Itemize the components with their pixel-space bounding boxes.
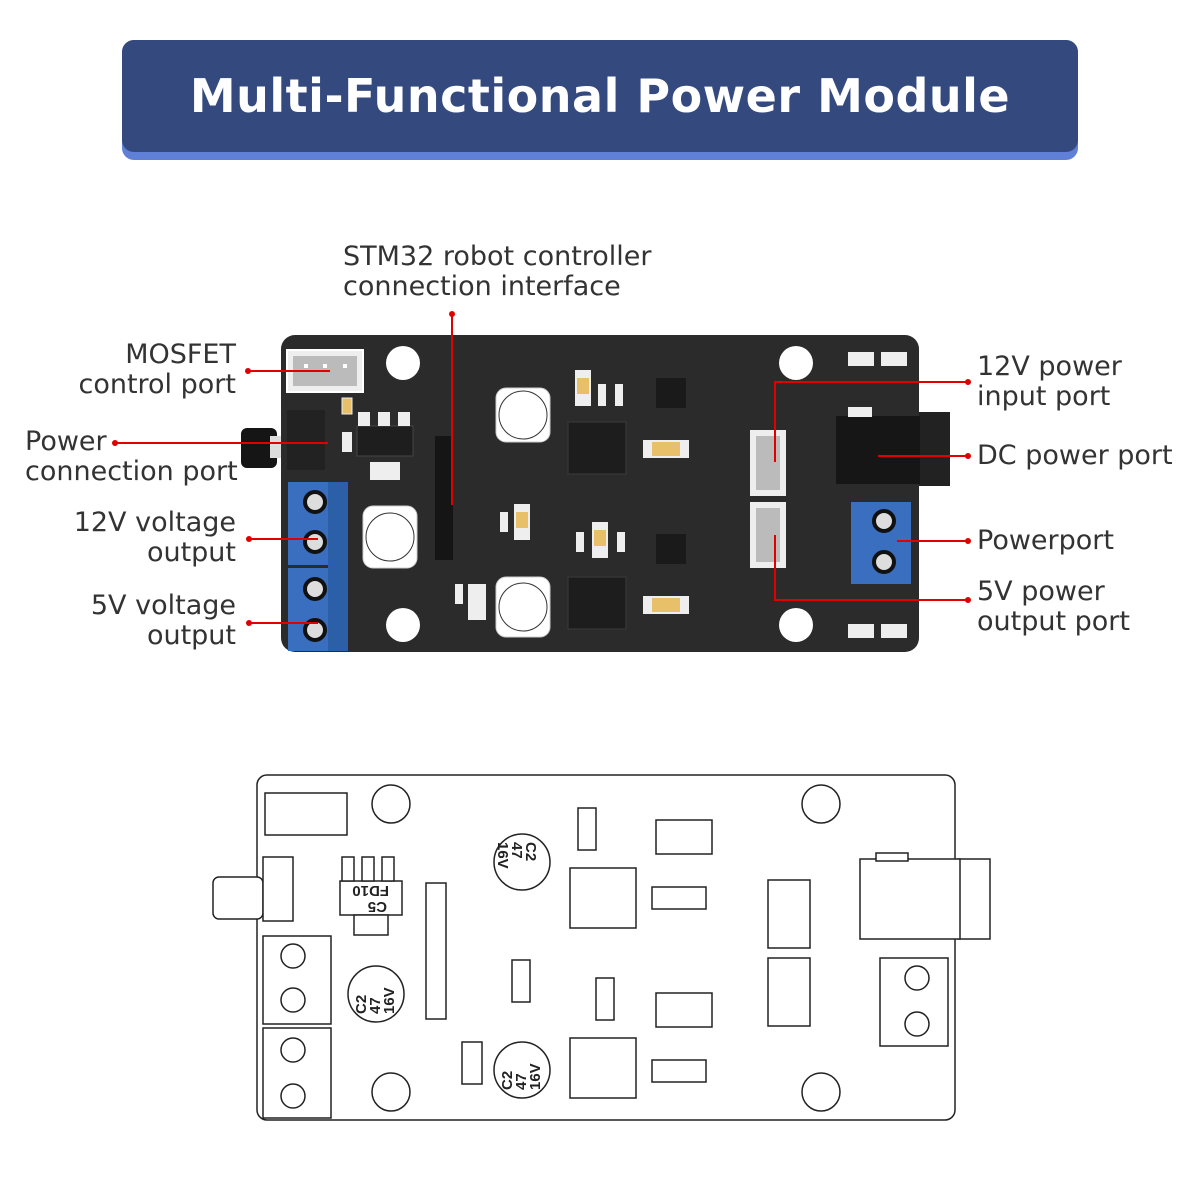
leds [848, 352, 907, 638]
label-line: Power [25, 426, 107, 457]
silk-text: 16V [494, 842, 511, 869]
switch-stem [270, 436, 284, 458]
pin [323, 364, 327, 368]
label-line: STM32 robot controller [343, 241, 652, 272]
silk-text: C5 [368, 898, 387, 915]
label-line: input port [977, 381, 1111, 412]
inductor [567, 576, 627, 630]
silk-text: C2 [353, 995, 370, 1014]
label-line: connection port [25, 456, 238, 487]
smd [341, 397, 353, 415]
connector-inner [756, 436, 780, 490]
smd [342, 432, 352, 452]
label-5v-power-output-port: 5V power output port [977, 577, 1130, 637]
reg-pin [358, 412, 370, 426]
label-line: 5V power [977, 576, 1105, 607]
pcb-board [281, 335, 919, 652]
silkscreen-regulator: C5 FD10 [352, 882, 389, 915]
silk-text: FD10 [352, 882, 389, 899]
leader-dots [112, 311, 971, 626]
board-render [241, 335, 950, 652]
label-5v-output: 5V voltage output [91, 591, 236, 651]
label-line: 12V power [977, 351, 1122, 382]
silk-text: C2 [522, 842, 539, 861]
terminal-screws [303, 490, 327, 642]
reg-tab [370, 462, 400, 480]
mount-hole [386, 608, 420, 642]
page-title: Multi-Functional Power Module [189, 69, 1011, 123]
power-switch-knob [241, 428, 277, 468]
terminal-screws [872, 509, 896, 574]
pin [343, 364, 347, 368]
mount-hole [779, 608, 813, 642]
label-line: output [146, 620, 236, 651]
stm32-header [435, 436, 453, 560]
label-12v-output: 12V voltage output [74, 508, 236, 568]
label-line: 12V voltage [73, 507, 236, 538]
silk-text: C2 [499, 1071, 516, 1090]
dc-jack [836, 416, 920, 484]
label-powerport: Powerport [977, 526, 1114, 556]
label-dc-power-port: DC power port [977, 441, 1173, 471]
board-outline-drawing [212, 774, 991, 1121]
dc-jack-back [918, 412, 950, 486]
label-line: DC power port [977, 440, 1173, 471]
label-line: output port [977, 606, 1130, 637]
mount-hole [386, 346, 420, 380]
title-banner: Multi-Functional Power Module [122, 40, 1078, 160]
terminal-side [328, 482, 348, 651]
label-12v-input-port: 12V power input port [977, 352, 1122, 412]
silkscreen-cap-3: C2 47 16V [499, 1063, 544, 1090]
inductor [567, 421, 627, 475]
reg-pin [398, 412, 410, 426]
label-line: Powerport [977, 525, 1114, 556]
silk-text: 47 [513, 1073, 530, 1090]
label-line: MOSFET [125, 339, 236, 370]
connector-inner [756, 508, 780, 562]
label-line: 5V voltage [90, 590, 236, 621]
title-banner-inner: Multi-Functional Power Module [122, 40, 1078, 152]
reg-pin [378, 412, 390, 426]
label-line: control port [78, 369, 236, 400]
label-stm32-interface: STM32 robot controller connection interf… [343, 242, 652, 302]
capacitors [362, 387, 551, 638]
silk-text: 47 [367, 997, 384, 1014]
silk-text: 16V [527, 1063, 544, 1090]
drawing-circles [280, 784, 930, 1112]
label-line: connection interface [343, 271, 621, 302]
leader-lines [115, 314, 968, 624]
dc-jack-tab [848, 407, 872, 417]
silk-text: 16V [381, 987, 398, 1014]
label-mosfet-port: MOSFET control port [78, 340, 236, 400]
switch-housing [287, 410, 325, 470]
regulator [356, 425, 414, 457]
cap-rings [365, 390, 548, 632]
silk-text: 47 [508, 842, 525, 859]
pin [304, 364, 308, 368]
silkscreen-cap-2: C2 47 16V [353, 987, 398, 1014]
label-line: output [146, 537, 236, 568]
silkscreen-cap-1: C2 47 16V [494, 842, 539, 869]
mount-hole [779, 346, 813, 380]
smd-components [455, 370, 689, 620]
label-power-connection-port: Power connection port [25, 427, 238, 487]
